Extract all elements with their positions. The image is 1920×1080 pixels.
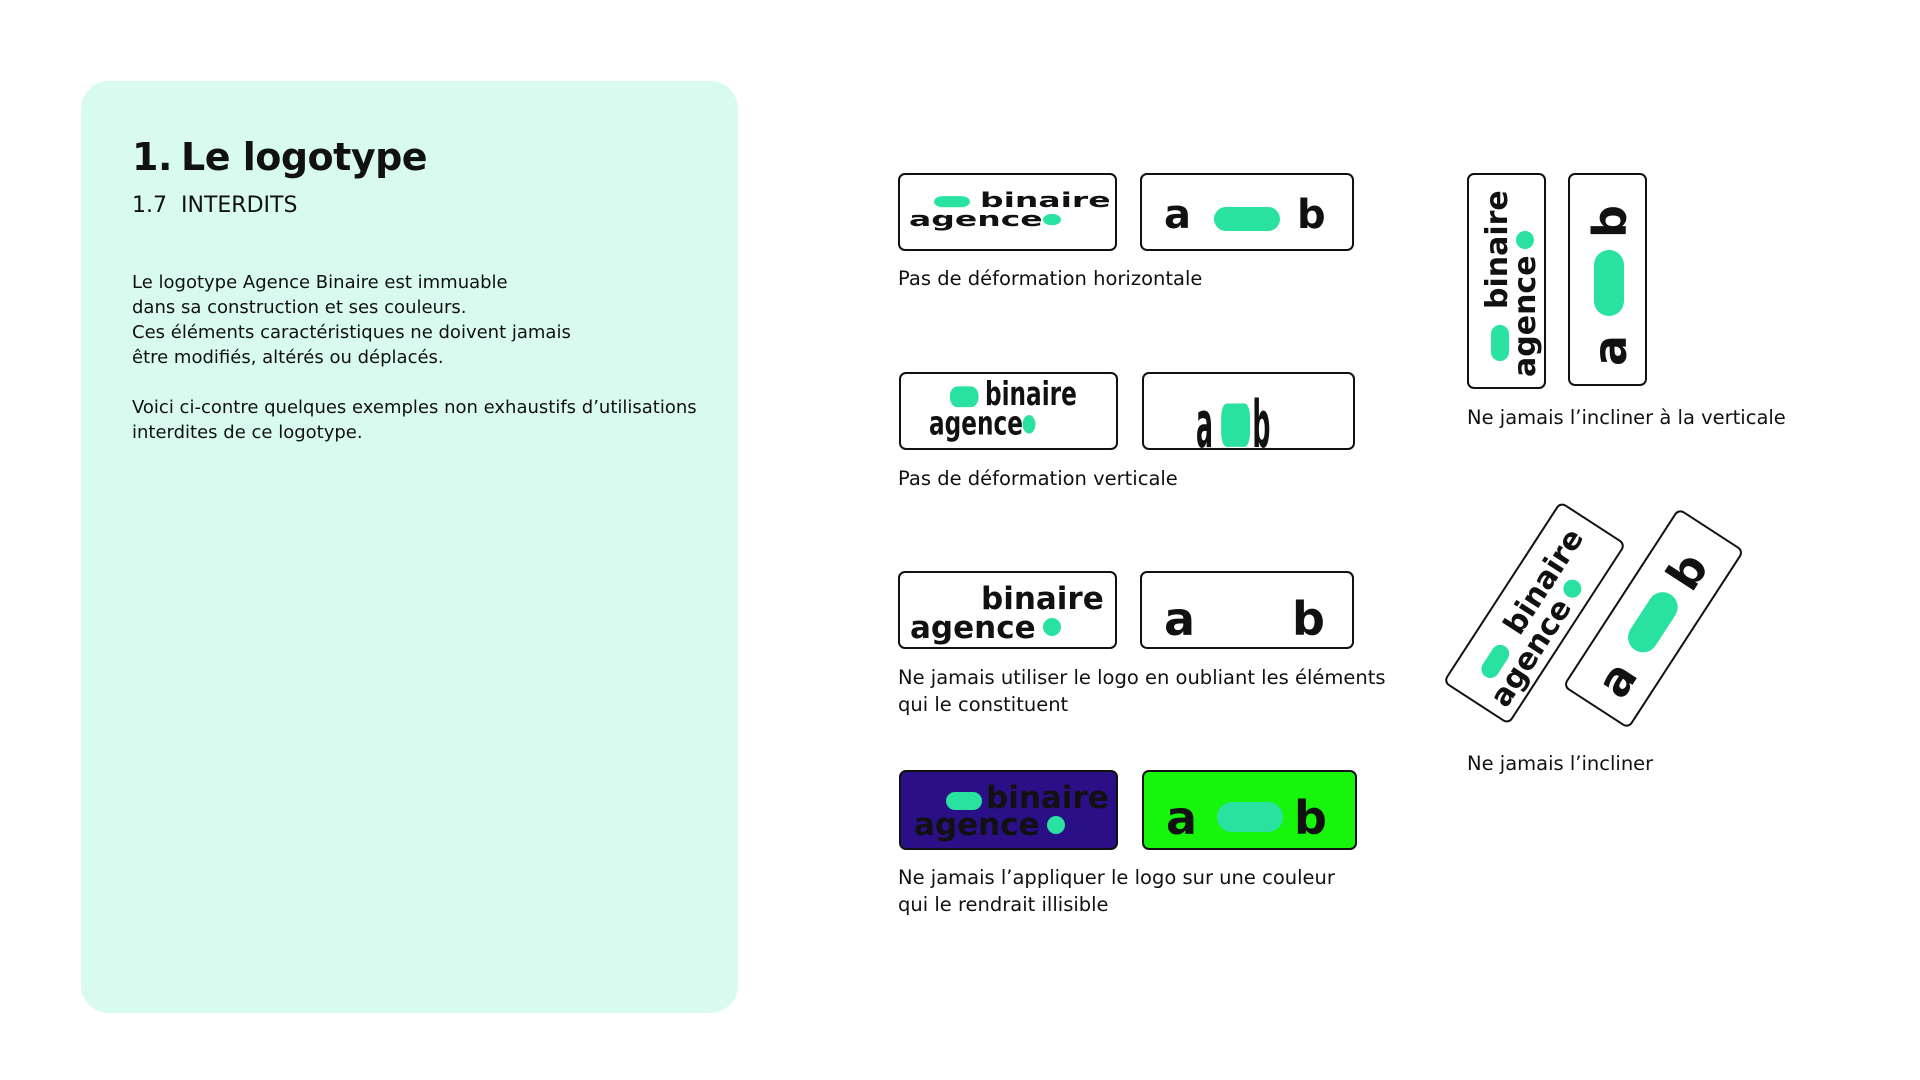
logo-word-agence: agence [909,208,1043,231]
logo-word-binaire: binaire [985,374,1077,413]
logo-card-monogram-tilted: a b [1562,507,1745,730]
monogram-b: b [1297,192,1326,238]
intro-line: être modifiés, altérés ou déplacés. [132,347,444,368]
logo-word-binaire: binaire [980,189,1111,212]
dot-shape [1022,415,1036,434]
caption-line: Pas de déformation horizontale [898,267,1203,290]
logo-card-wordmark-horizontal: binaire agence [898,173,1117,251]
logo-card-wordmark-rotated-vertical: binaire agence [1467,173,1546,389]
pill-shape [934,196,970,208]
caption-vertical: Pas de déformation verticale [898,465,1178,492]
logo-word-agence: agence [910,610,1036,646]
monogram-b: b [1656,543,1719,600]
caption-line: qui le constituent [898,693,1069,716]
pill-shape [1628,592,1678,653]
logo-card-monogram-horizontal: a b [1140,173,1354,251]
intro-line: Le logotype Agence Binaire est immuable [132,272,508,293]
caption-missing-elements: Ne jamais utiliser le logo en oubliant l… [898,664,1386,718]
logo-card-wordmark-missing: binaire agence [898,571,1117,649]
pill-shape [946,792,982,810]
section-number: 1. [132,135,172,179]
dot-shape [1047,816,1065,834]
caption-bad-background: Ne jamais l’appliquer le logo sur une co… [898,864,1335,918]
intro-line: dans sa construction et ses couleurs. [132,297,467,318]
logo-word-binaire: binaire [981,581,1104,617]
intro-line: Ces éléments caractéristiques ne doivent… [132,322,571,343]
logo-card-monogram-green-bg: a b [1142,770,1357,850]
section-title: Le logotype [181,135,428,179]
monogram-a: a [1583,335,1637,366]
monogram-a: a [1196,386,1213,450]
page-title: 1.Le logotype [132,135,428,179]
pill-shape [1491,325,1509,361]
intro-text: Le logotype Agence Binaire est immuable … [132,270,712,470]
page-subtitle: 1.7 INTERDITS [132,193,297,218]
logo-word-binaire: binaire [1480,190,1515,309]
pill-shape [1221,403,1250,447]
logo-word-agence: agence [914,807,1040,843]
caption-horizontal: Pas de déformation horizontale [898,265,1202,292]
pill-shape [1214,207,1280,231]
intro-paragraph-2: Voici ci-contre quelques exemples non ex… [132,395,712,445]
pill-shape [1217,802,1283,832]
caption-line: Ne jamais l’appliquer le logo sur une co… [898,866,1335,889]
caption-line: Ne jamais l’incliner [1467,752,1654,775]
monogram-b: b [1292,592,1325,646]
monogram-a: a [1586,652,1648,707]
caption-tilted: Ne jamais l’incliner [1467,750,1653,777]
monogram-b: b [1583,205,1637,238]
logo-card-wordmark-vertical: binaire agence [899,372,1118,450]
monogram-a: a [1164,192,1191,238]
caption-rotated-vertical: Ne jamais l’incliner à la verticale [1467,404,1786,431]
monogram-b: b [1294,791,1327,845]
intro-line: interdites de ce logotype. [132,422,363,443]
dot-shape [1043,214,1061,226]
monogram-b: b [1252,386,1270,450]
logo-word-agence: agence [1508,255,1543,377]
logo-card-monogram-missing: a b [1140,571,1354,649]
intro-line: Voici ci-contre quelques exemples non ex… [132,397,697,418]
caption-line: qui le rendrait illisible [898,893,1109,916]
caption-line: Pas de déformation verticale [898,467,1178,490]
intro-paragraph-1: Le logotype Agence Binaire est immuable … [132,270,712,370]
logo-card-monogram-rotated-vertical: a b [1568,173,1647,386]
logo-card-monogram-vertical: a b [1142,372,1355,450]
logo-word-binaire: binaire [986,780,1109,816]
pill-shape [949,386,979,408]
monogram-a: a [1166,791,1197,845]
caption-line: Ne jamais utiliser le logo en oubliant l… [898,666,1386,689]
monogram-a: a [1164,592,1195,646]
subsection-title: INTERDITS [181,193,298,218]
dot-shape [1043,618,1061,636]
intro-panel: 1.Le logotype 1.7 INTERDITS Le logotype A… [81,81,738,1013]
pill-shape [1594,250,1624,316]
pill-shape [1481,644,1510,679]
dot-shape [1516,231,1534,249]
logo-card-wordmark-purple-bg: binaire agence [899,770,1118,850]
subsection-number: 1.7 [132,193,167,218]
dot-shape [1563,579,1582,598]
logo-word-agence: agence [929,403,1023,442]
caption-line: Ne jamais l’incliner à la verticale [1467,406,1786,429]
